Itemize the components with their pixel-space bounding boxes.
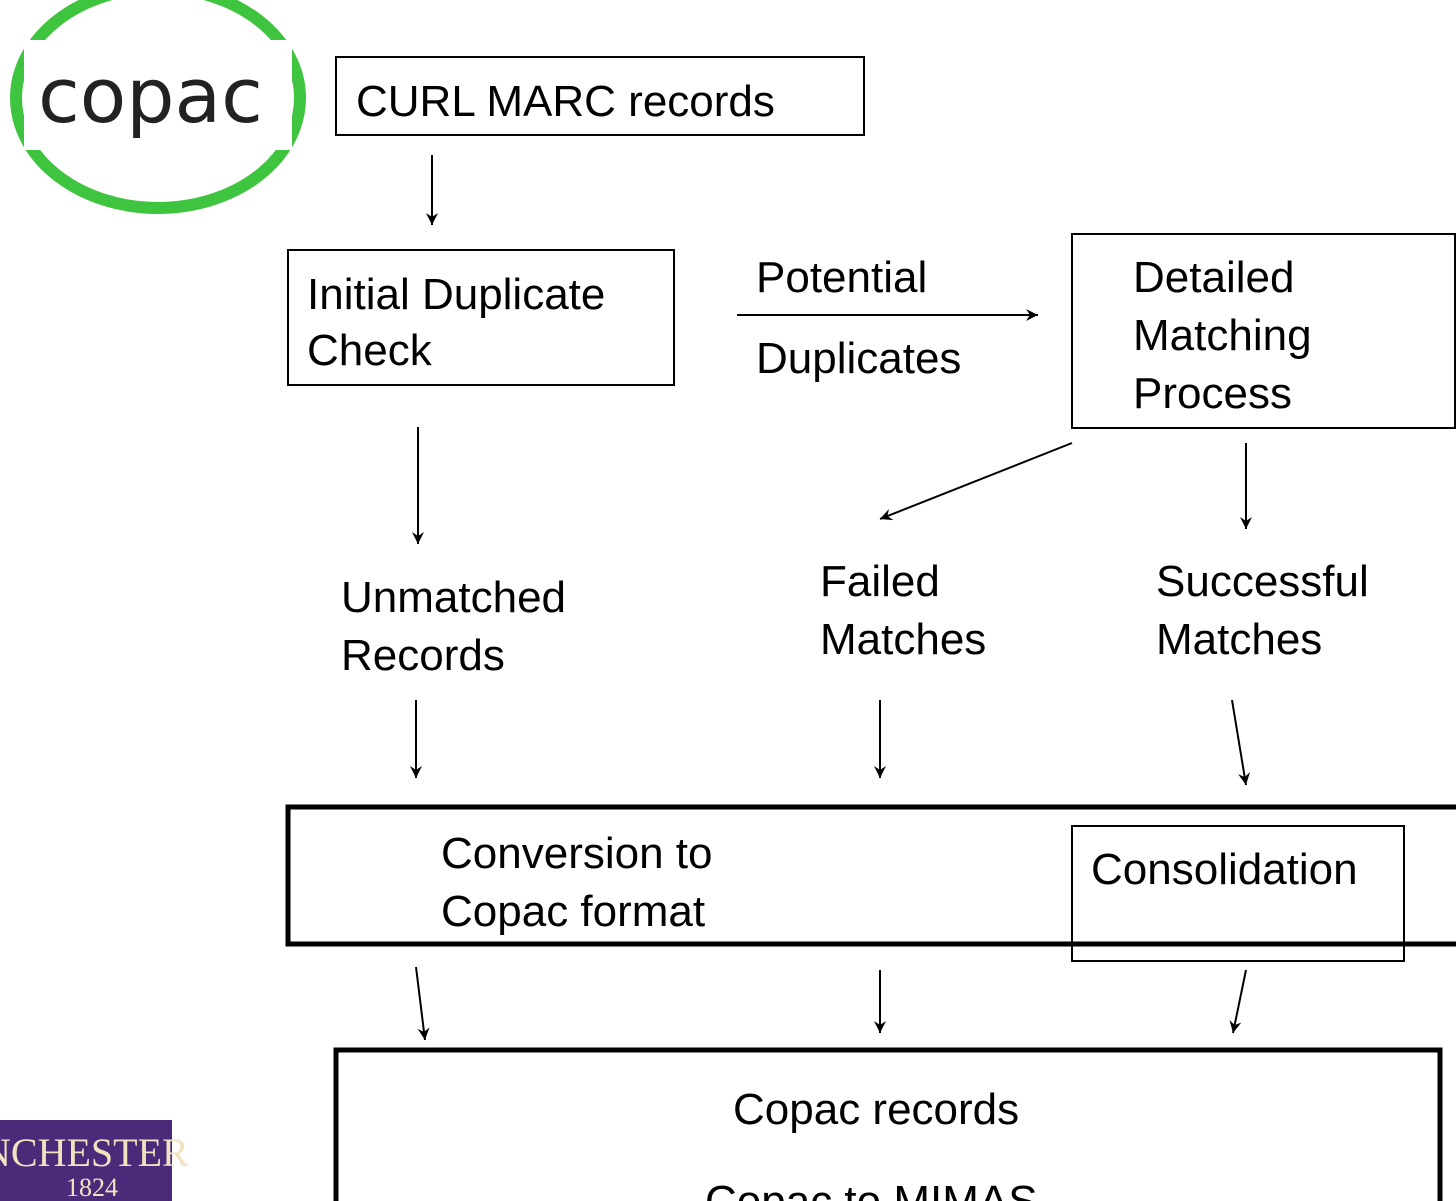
- conversion-to-copac-format-label: Conversion to Copac format: [441, 829, 725, 936]
- initial-duplicate-check-box: [287, 249, 675, 386]
- copac-records-box: [333, 1047, 1443, 1201]
- detailed-matching-process-label: Detailed Matching Process: [1133, 253, 1324, 418]
- copac-records-label: Copac records: [733, 1085, 1019, 1134]
- copac-records-cutoff-label: Copac to MIMAS ...: [705, 1177, 1086, 1201]
- university-crest-background: [0, 1120, 172, 1201]
- arrow-detailed-to-failed: [879, 442, 1073, 521]
- copac-logo-ring: [10, 0, 306, 214]
- initial-duplicate-check-label: Initial Duplicate Check: [307, 270, 618, 375]
- university-crest-logo: NCHESTER 1824: [0, 1120, 189, 1201]
- conversion-box: [285, 804, 1456, 947]
- copac-logo-text: copac: [38, 51, 263, 140]
- curl-marc-records-label: CURL MARC records: [356, 77, 775, 126]
- successful-matches-label: Successful Matches: [1156, 557, 1381, 664]
- arrow-conversion-to-copac-left: [415, 966, 430, 1041]
- curl-marc-records-box: [335, 56, 865, 136]
- arrow-successful-to-consolidation: [1231, 699, 1250, 786]
- university-crest-text: NCHESTER: [0, 1130, 189, 1175]
- copac-logo: copac: [0, 0, 316, 214]
- consolidation-box: [1071, 825, 1405, 962]
- unmatched-records-label: Unmatched Records: [341, 573, 578, 680]
- potential-duplicates-label: Potential Duplicates: [756, 253, 961, 383]
- failed-matches-label: Failed Matches: [820, 557, 986, 664]
- arrow-consolidation-to-copac-right: [1229, 969, 1247, 1034]
- university-crest-year: 1824: [66, 1173, 118, 1201]
- detailed-matching-process-box: [1071, 233, 1456, 429]
- consolidation-label: Consolidation: [1091, 845, 1358, 894]
